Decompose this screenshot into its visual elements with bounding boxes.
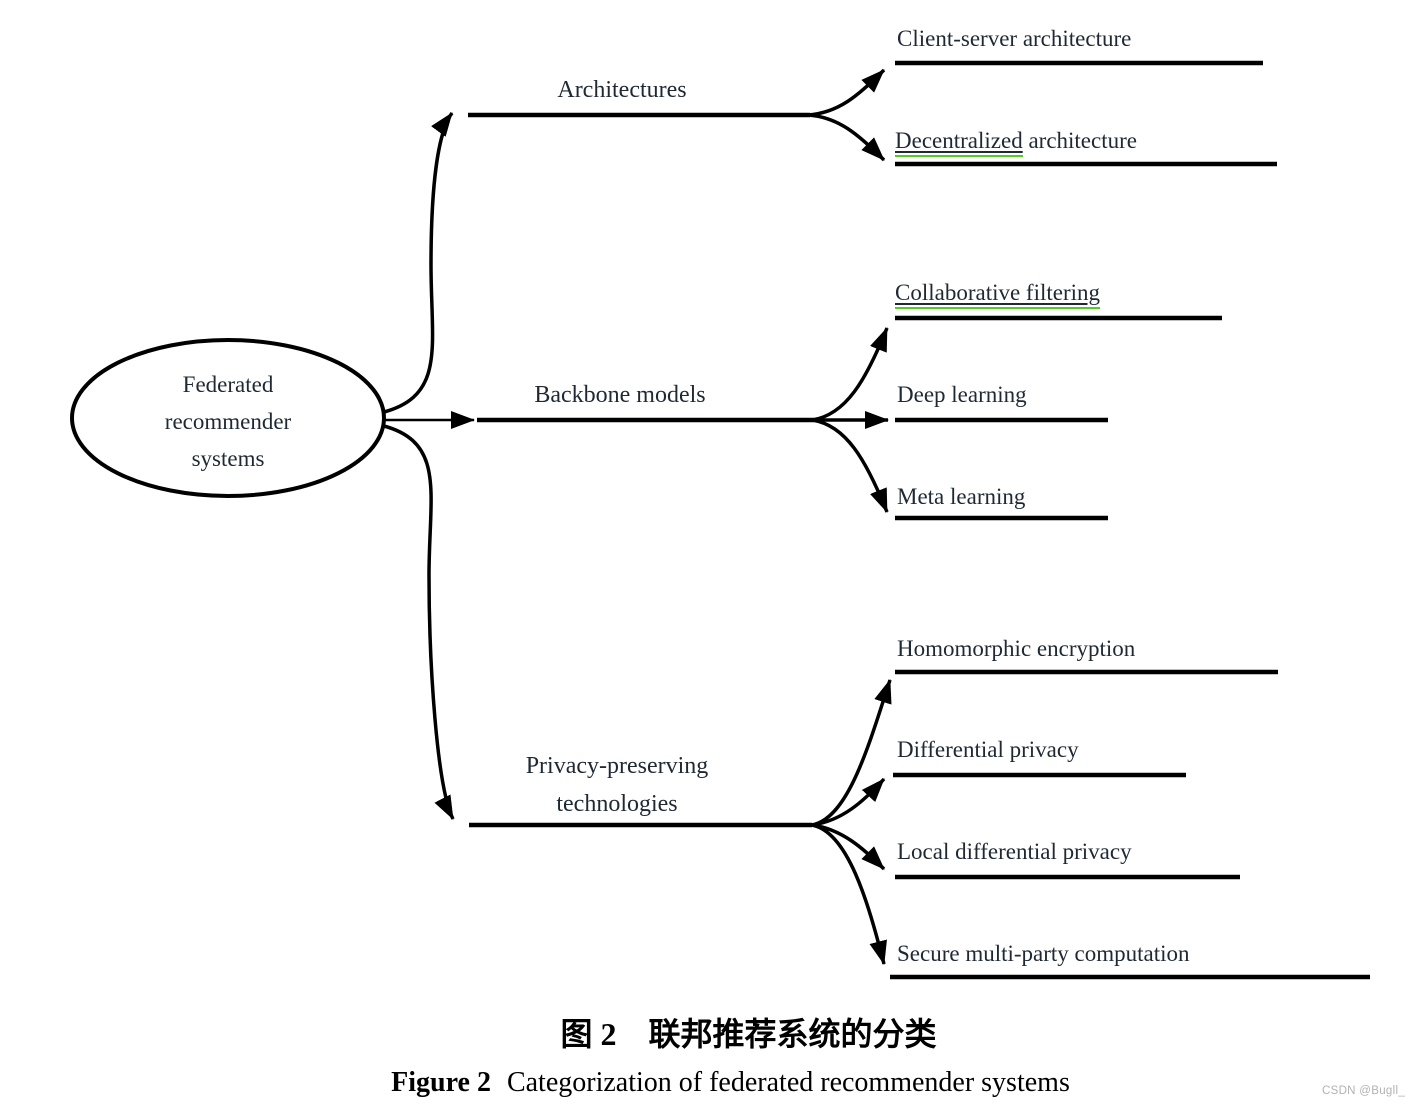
leaf-label-homomorphic: Homomorphic encryption xyxy=(897,636,1136,661)
caption-chinese: 图 2 联邦推荐系统的分类 xyxy=(560,1016,937,1052)
root-line-2: recommender xyxy=(164,409,292,434)
connector-architectures-to-decentralized xyxy=(807,113,886,162)
caption-english: Figure 2 Categorization of federated reco… xyxy=(22,1064,1417,1102)
leaf-label-smpc: Secure multi-party computation xyxy=(897,941,1190,966)
connector-root-to-architectures xyxy=(383,111,454,414)
connector-privacy-to-homomorphic xyxy=(811,679,892,827)
connector-backbone-to-collaborative xyxy=(811,327,889,422)
leaf-label-local-dp: Local differential privacy xyxy=(897,839,1132,864)
branch-label-privacy: Privacy-preserving technologies xyxy=(447,747,787,823)
leaf-label-deep: Deep learning xyxy=(897,382,1027,407)
connector-privacy-to-local-dp xyxy=(811,823,886,871)
leaf-label-collaborative-underlined: Collaborative filtering xyxy=(895,280,1101,309)
branch-label-architectures: Architectures xyxy=(557,77,687,103)
caption-figure-number: Figure 2 xyxy=(391,1067,491,1098)
leaf-label-client-server: Client-server architecture xyxy=(897,26,1132,51)
connector-backbone-to-meta xyxy=(811,418,889,513)
root-line-1: Federated xyxy=(182,372,274,397)
caption-figure-text: Categorization of federated recommender … xyxy=(506,1067,1070,1098)
leaf-label-decentralized-underlined: Decentralized xyxy=(895,128,1023,157)
connector-privacy-to-differential xyxy=(811,777,886,827)
root-line-3: systems xyxy=(191,446,265,471)
leaf-label-collaborative: Collaborative filtering xyxy=(895,279,1101,309)
connector-architectures-to-client-server xyxy=(807,68,886,117)
leaf-label-decentralized: Decentralized architecture xyxy=(895,127,1137,157)
root-node-label: Federated recommender systems xyxy=(73,366,383,477)
branch-label-privacy-line2: technologies xyxy=(556,791,678,817)
branch-label-privacy-line1: Privacy-preserving xyxy=(525,753,709,779)
root-ellipse xyxy=(70,338,386,498)
leaf-label-decentralized-rest: architecture xyxy=(1022,128,1137,153)
leaf-label-differential: Differential privacy xyxy=(897,737,1079,762)
watermark-text: CSDN @Bugll_ xyxy=(1322,1085,1406,1097)
branch-label-backbone: Backbone models xyxy=(534,382,706,408)
leaf-label-meta: Meta learning xyxy=(897,484,1026,509)
connector-root-to-privacy xyxy=(383,424,455,820)
connector-privacy-to-smpc xyxy=(811,823,887,965)
